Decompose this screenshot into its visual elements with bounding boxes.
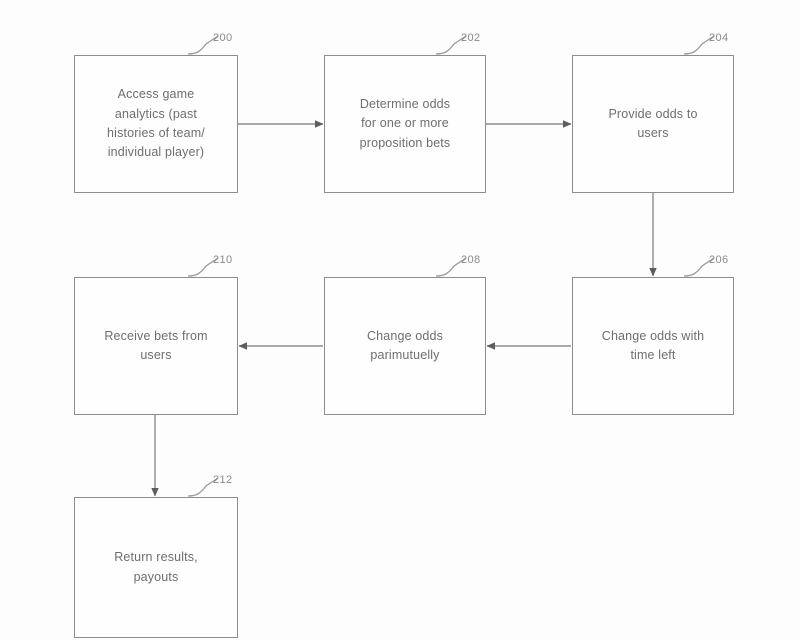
flow-node-212-label: Return results, payouts xyxy=(114,550,198,584)
flow-node-202-label: Determine odds for one or more propositi… xyxy=(359,96,451,150)
ref-label-206: 206 xyxy=(709,254,729,266)
ref-label-212: 212 xyxy=(213,474,233,486)
flow-node-206-label: Change odds with time left xyxy=(601,328,705,362)
flow-node-200-label: Access game analytics (past histories of… xyxy=(107,87,205,160)
flow-node-210-label: Receive bets from users xyxy=(104,328,208,362)
flow-node-200[interactable]: Access game analytics (past histories of… xyxy=(74,55,238,193)
flow-node-210[interactable]: Receive bets from users xyxy=(74,277,238,415)
ref-label-202: 202 xyxy=(461,32,481,44)
flow-node-208-label: Change odds parimutuelly xyxy=(366,328,443,362)
ref-label-200: 200 xyxy=(213,32,233,44)
flow-node-212[interactable]: Return results, payouts xyxy=(74,497,238,638)
flow-node-206[interactable]: Change odds with time left xyxy=(572,277,734,415)
flow-node-204[interactable]: Provide odds to users xyxy=(572,55,734,193)
ref-label-210: 210 xyxy=(213,254,233,266)
ref-label-204: 204 xyxy=(709,32,729,44)
ref-label-208: 208 xyxy=(461,254,481,266)
flow-node-202[interactable]: Determine odds for one or more propositi… xyxy=(324,55,486,193)
flow-node-204-label: Provide odds to users xyxy=(608,106,698,140)
flow-node-208[interactable]: Change odds parimutuelly xyxy=(324,277,486,415)
